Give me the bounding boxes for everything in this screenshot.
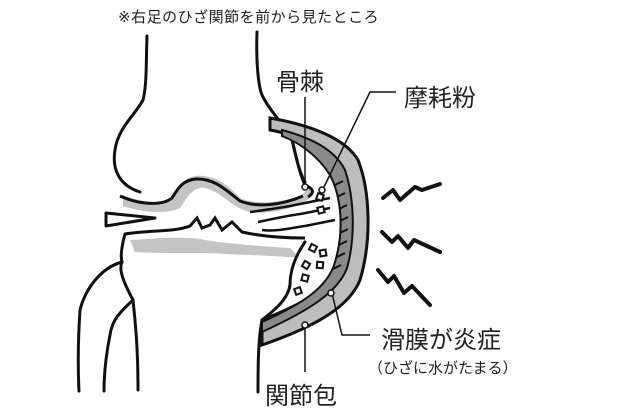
label-joint-capsule: 関節包 (265, 382, 337, 410)
wear-debris-particles (292, 191, 328, 297)
label-synovitis-note: （ひざに水がたまる） (368, 359, 518, 377)
figure-caption: ※右足のひざ関節を前から見たところ (118, 8, 380, 26)
femur-joint-surface (119, 177, 304, 207)
synovium-hatching (332, 180, 349, 270)
label-osteophyte: 骨棘 (276, 68, 324, 96)
joint-capsule (260, 116, 370, 348)
leader-lines (301, 91, 396, 372)
femur (112, 30, 307, 194)
synovium (261, 128, 354, 334)
label-wear-debris: 摩耗粉 (404, 84, 476, 112)
label-synovitis: 滑膜が炎症 (381, 326, 501, 354)
meniscus (104, 211, 157, 228)
tibia-cartilage (130, 237, 300, 258)
pain-lightning-icons (376, 182, 442, 307)
tibia (76, 232, 307, 394)
tibia-joint-surface (124, 215, 306, 240)
